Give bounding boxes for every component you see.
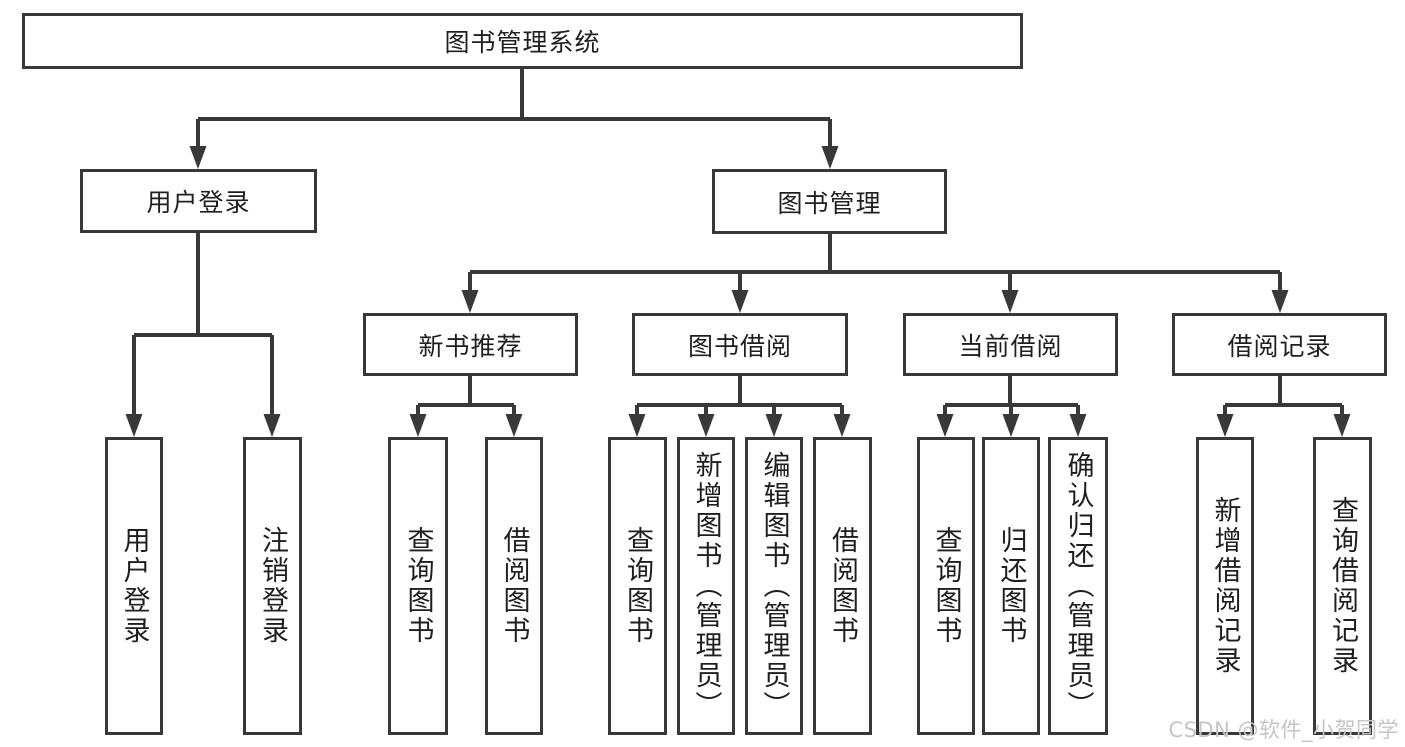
leaf-return-books-label: 归还图书 [995,526,1027,646]
leaf-query-books-1-label: 查询图书 [402,526,434,646]
leaf-query-books-3: 查询图书 [917,437,975,735]
leaf-return-books: 归还图书 [982,437,1040,735]
node-book-management-label: 图书管理 [777,188,882,218]
leaf-confirm-return-admin: 确认归还（管理员） [1048,437,1108,735]
leaf-borrow-books-1-label: 借阅图书 [498,526,530,646]
node-borrow-records-label: 借阅记录 [1227,331,1332,361]
node-root-label: 图书管理系统 [444,28,601,57]
leaf-query-borrow-record-label: 查询借阅记录 [1327,496,1358,676]
node-new-book-recommend: 新书推荐 [363,313,578,376]
leaf-query-books-2: 查询图书 [608,437,667,735]
node-book-borrow: 图书借阅 [632,313,848,376]
node-borrow-records: 借阅记录 [1172,313,1387,376]
node-root: 图书管理系统 [22,13,1023,69]
leaf-edit-books-admin-label: 编辑图书（管理员） [758,451,790,721]
leaf-borrow-books-1: 借阅图书 [485,437,543,735]
node-user-login: 用户登录 [80,169,317,233]
leaf-add-books-admin: 新增图书（管理员） [677,437,735,735]
leaf-query-borrow-record: 查询借阅记录 [1313,437,1372,735]
node-book-management: 图书管理 [712,169,947,234]
leaf-add-borrow-record: 新增借阅记录 [1196,437,1254,735]
leaf-query-books-2-label: 查询图书 [622,526,653,646]
leaf-add-borrow-record-label: 新增借阅记录 [1209,496,1241,676]
leaf-add-books-admin-label: 新增图书（管理员） [690,451,722,721]
leaf-edit-books-admin: 编辑图书（管理员） [745,437,803,735]
leaf-confirm-return-admin-label: 确认归还（管理员） [1062,451,1094,721]
node-current-borrow: 当前借阅 [903,313,1118,376]
leaf-user-login: 用户登录 [105,437,163,735]
node-user-login-label: 用户登录 [146,188,251,217]
leaf-logout: 注销登录 [243,437,302,735]
node-current-borrow-label: 当前借阅 [958,331,1063,361]
leaf-query-books-3-label: 查询图书 [930,526,962,646]
watermark: CSDN @软件_小贺同学 [1168,718,1399,742]
node-book-borrow-label: 图书借阅 [687,331,792,361]
node-new-book-recommend-label: 新书推荐 [418,331,523,361]
leaf-borrow-books-2: 借阅图书 [813,437,872,735]
leaf-query-books-1: 查询图书 [388,437,448,735]
leaf-borrow-books-2-label: 借阅图书 [827,526,858,646]
leaf-user-login-label: 用户登录 [118,526,150,646]
leaf-logout-label: 注销登录 [257,526,288,646]
